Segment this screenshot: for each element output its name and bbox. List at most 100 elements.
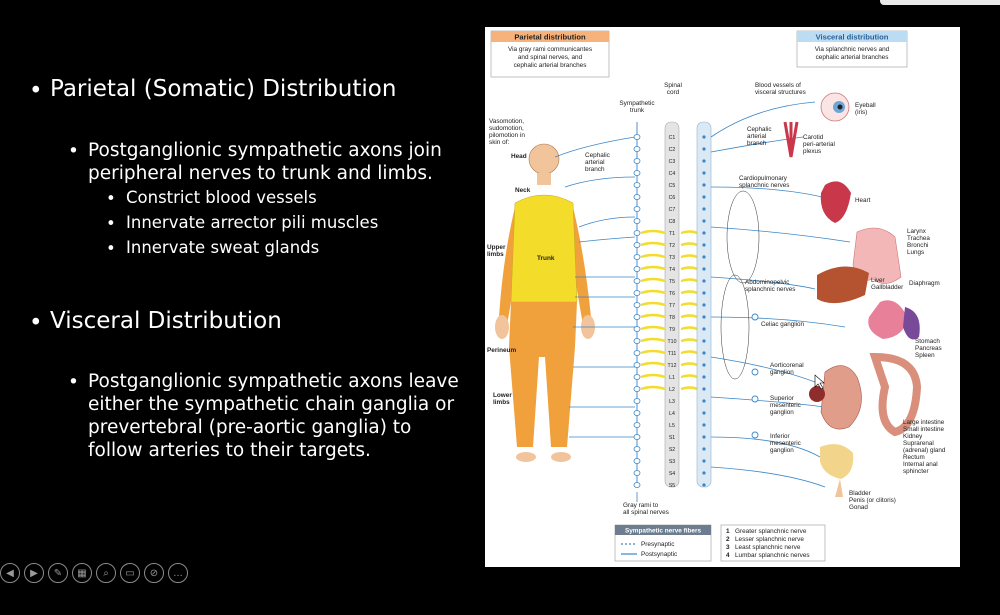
bullet-dot: •: [29, 78, 43, 104]
perineum-label: Perineum: [487, 347, 516, 354]
lungs-label: Lungs: [907, 249, 924, 256]
superior-mesenteric-label: mesenteric: [770, 402, 801, 409]
vasomotion-label: skin of:: [489, 139, 509, 146]
segment-label-l1: L1: [669, 375, 675, 381]
segment-label-s2: S2: [669, 447, 675, 453]
chain-dot: [702, 183, 706, 187]
spinal-cord-label: Spinal: [664, 82, 682, 89]
intestine-label: Small intestine: [903, 426, 944, 433]
visceral-subpoint: Postganglionic sympathetic axons leave e…: [88, 371, 459, 461]
chain-dot: [702, 207, 706, 211]
segment-label-t1: T1: [669, 231, 675, 237]
outflow-band: [640, 253, 698, 259]
slides-icon[interactable]: ▦: [72, 563, 92, 583]
trunk-ganglion: [633, 326, 641, 332]
inferior-mesenteric-label: ganglion: [770, 447, 794, 454]
back-icon[interactable]: ◀: [0, 563, 20, 583]
segment-label-c5: C5: [669, 183, 676, 189]
chain-dot: [702, 315, 706, 319]
trunk-ganglion: [633, 482, 641, 488]
visceral-title: Visceral Distribution: [50, 308, 282, 334]
parietal-box-line: Via gray rami communicantes: [508, 46, 592, 53]
bladder-label: Bladder: [849, 490, 871, 497]
segment-label-c1: C1: [669, 135, 676, 141]
chain-dot: [702, 327, 706, 331]
chain-dot: [702, 387, 706, 391]
segment-labels: C1C2C3C4C5C6C7C8T1T2T3T4T5T6T7T8T9T10T11…: [668, 135, 677, 489]
human-body-figure: [495, 143, 595, 462]
parietal-point-2: Innervate arrector pili muscles: [126, 213, 379, 232]
segment-label-t2: T2: [669, 243, 675, 249]
trunk-ganglion: [633, 182, 641, 188]
lower-limbs-label: limbs: [493, 399, 510, 406]
trunk-ganglion: [633, 218, 641, 224]
segment-label-s4: S4: [669, 471, 675, 477]
chain-dot: [702, 435, 706, 439]
trunk-ganglion: [633, 146, 641, 152]
lungs-label: Bronchi: [907, 242, 928, 249]
trunk-ganglion: [633, 470, 641, 476]
segment-label-c2: C2: [669, 147, 676, 153]
splanchnic-key: 1 Greater splanchnic nerve 2 Lesser spla…: [720, 524, 826, 562]
chain-dot: [702, 255, 706, 259]
trunk-ganglion: [633, 170, 641, 176]
visceral-nerve-lines: [710, 101, 851, 488]
sympathetic-trunk-label: Sympathetic: [619, 100, 655, 107]
bullet-dot: •: [106, 239, 116, 258]
camera-off-icon[interactable]: ⊘: [144, 563, 164, 583]
outflow-band: [640, 337, 698, 343]
trunk-ganglion: [633, 194, 641, 200]
aorticorenal-label: ganglion: [770, 369, 794, 376]
legend-title: Sympathetic nerve fibers: [625, 528, 701, 535]
pen-icon[interactable]: ✎: [48, 563, 68, 583]
key-label: Lesser splanchnic nerve: [735, 536, 804, 543]
parietal-subpoint: Postganglionic sympathetic axons join pe…: [88, 140, 442, 184]
segment-label-t5: T5: [669, 279, 675, 285]
bullet-dot: •: [106, 189, 116, 208]
more-icon[interactable]: …: [168, 563, 188, 583]
superior-mesenteric-label: ganglion: [770, 409, 794, 416]
upper-limbs-label: Upper: [487, 244, 506, 251]
sympathetic-trunk-label: trunk: [630, 107, 645, 114]
zoom-icon[interactable]: ⌕: [96, 563, 116, 583]
carotid-label: plexus: [803, 148, 821, 155]
segment-label-t6: T6: [669, 291, 675, 297]
chain-dot: [702, 219, 706, 223]
segment-label-c3: C3: [669, 159, 676, 165]
chain-dot: [702, 483, 706, 487]
vasomotion-label: pilomotion in: [489, 132, 525, 139]
visceral-box-line: Via splanchnic nerves and: [815, 46, 890, 53]
outflow-band: [640, 277, 698, 283]
intestine-label: Kidney: [903, 433, 923, 440]
trunk-ganglion: [633, 278, 641, 284]
key-num: 2: [726, 536, 730, 543]
vasomotion-label: sudomotion,: [489, 125, 524, 132]
trunk-ganglion: [633, 242, 641, 248]
chain-dot: [702, 339, 706, 343]
bullet-dot: •: [106, 214, 116, 233]
chain-dot: [702, 423, 706, 427]
trunk-ganglion: [633, 254, 641, 260]
chain-dot: [702, 459, 706, 463]
thoracolumbar-outflow: [640, 229, 698, 391]
segment-label-t8: T8: [669, 315, 675, 321]
aorticorenal-label: Aorticorenal: [770, 362, 804, 369]
trunk-ganglia: [633, 134, 641, 488]
gray-rami-label: all spinal nerves: [623, 509, 669, 516]
inferior-mesenteric-label: Inferior: [770, 433, 790, 440]
abdominopelvic-label: Abdominopelvic: [745, 279, 789, 286]
liver-label: Liver: [871, 277, 885, 284]
key-num: 1: [726, 528, 730, 535]
intestine-label: (adrenal) gland: [903, 447, 946, 454]
play-icon[interactable]: ▶: [24, 563, 44, 583]
outflow-band: [640, 349, 698, 355]
chain-dot: [702, 171, 706, 175]
gray-rami-label: Gray rami to: [623, 502, 659, 509]
key-label: Greater splanchnic nerve: [735, 528, 807, 535]
subtitles-icon[interactable]: ▭: [120, 563, 140, 583]
blood-vessels-label: visceral structures: [755, 89, 806, 96]
outflow-band: [640, 373, 698, 379]
parietal-box: Parietal distribution Via gray rami comm…: [490, 30, 610, 78]
parietal-title: Parietal (Somatic) Distribution: [50, 76, 397, 102]
bullet-dot: •: [68, 372, 79, 393]
